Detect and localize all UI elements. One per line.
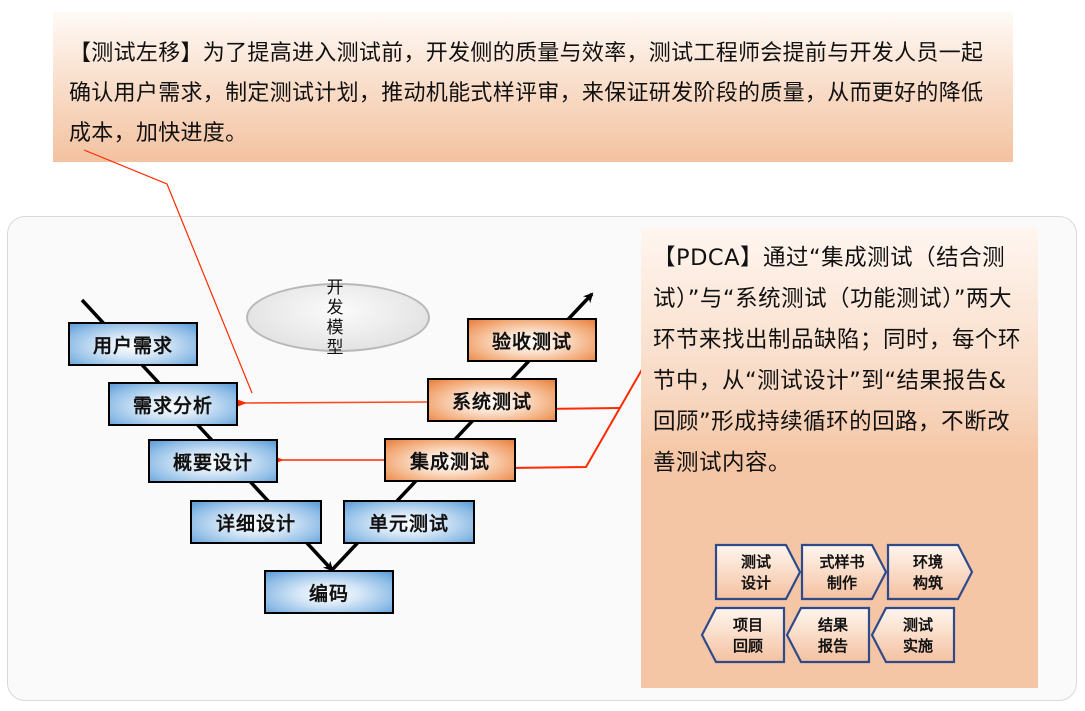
chevron-test-design [714,543,802,601]
system-test-feedback-arrow [230,397,429,410]
stage-high-level-design: 概要设计 [148,439,278,483]
chevron-result-report [785,606,871,664]
stage-unit-test: 单元测试 [343,500,475,544]
chevron-line2: 回顾 [732,637,763,655]
chevron-line1: 结果 [817,616,848,634]
stage-system-test: 系统测试 [427,378,557,422]
stage-acceptance-test: 验收测试 [467,318,597,362]
chevron-line1: 环境 [912,553,943,571]
chevron-spec-writing-label: 式样书 制作 [812,552,872,594]
chevron-line1: 项目 [732,616,763,634]
stage-requirements-analysis: 需求分析 [108,382,238,426]
chevron-line2: 报告 [817,637,848,655]
dev-model-label-line2: 模 型 [326,317,350,358]
chevron-test-execution [870,606,956,664]
stage-integration-test: 集成测试 [384,438,516,482]
dev-model-label: 开 发 模 型 [246,278,430,358]
chevron-line2: 实施 [902,637,933,655]
chevron-project-review-label: 项目 回顾 [718,615,778,657]
stage-detailed-design: 详细设计 [190,500,322,544]
chevron-line2: 设计 [740,574,771,592]
stage-user-requirements: 用户需求 [68,322,198,366]
chevron-line2: 构筑 [912,574,943,592]
shift-left-note: 【测试左移】为了提高进入测试前，开发侧的质量与效率，测试工程师会提前与开发人员一… [53,12,1013,162]
chevron-project-review [700,606,786,664]
chevron-test-execution-label: 测试 实施 [888,615,948,657]
pdca-pointer-integration [496,351,653,473]
dev-model-label-line1: 开 发 [326,277,350,318]
stage-coding: 编码 [264,570,394,614]
chevron-env-setup-label: 环境 构筑 [898,552,958,594]
chevron-test-design-label: 测试 设计 [726,552,786,594]
shift-left-note-text: 【测试左移】为了提高进入测试前，开发侧的质量与效率，测试工程师会提前与开发人员一… [69,41,984,146]
pdca-note-text: 【PDCA】通过“集成测试（结合测试）”与“系统测试（功能测试）”两大环节来找出… [653,245,1022,476]
chevron-line1: 测试 [740,553,771,571]
shift-left-pointer [83,149,253,394]
chevron-env-setup [886,543,974,601]
chevron-line1: 测试 [902,616,933,634]
chevron-spec-writing [800,543,888,601]
chevron-line2: 制作 [826,574,857,592]
chevron-line1: 式样书 [819,553,865,571]
chevron-result-report-label: 结果 报告 [803,615,863,657]
